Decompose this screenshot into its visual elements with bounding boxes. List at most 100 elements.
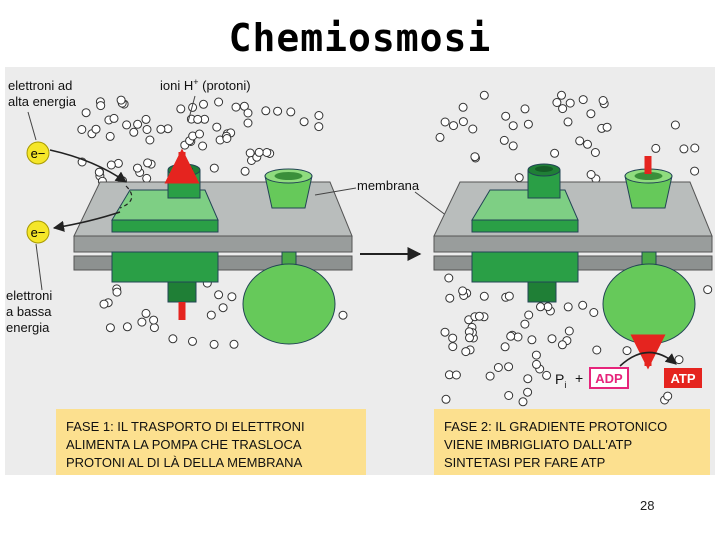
electron-high-energy-icon bbox=[26, 141, 50, 165]
proton-dot bbox=[222, 134, 232, 143]
proton-dot bbox=[523, 374, 533, 384]
proton-dot bbox=[129, 127, 139, 137]
atp-box bbox=[664, 368, 702, 388]
proton-dot bbox=[527, 335, 537, 345]
proton-dot bbox=[195, 129, 204, 139]
proton-dot bbox=[523, 119, 533, 129]
proton-dot bbox=[451, 370, 461, 380]
proton-dot bbox=[122, 120, 132, 130]
proton-dot bbox=[214, 97, 224, 107]
proton-dot bbox=[81, 108, 91, 118]
label-adp: ADP bbox=[595, 371, 623, 386]
proton-dot bbox=[440, 117, 450, 127]
phase1-atp-synthase bbox=[242, 168, 336, 345]
proton-dot bbox=[156, 124, 166, 134]
proton-dot bbox=[663, 391, 673, 401]
proton-dot bbox=[536, 302, 545, 312]
proton-dot bbox=[91, 124, 101, 134]
proton-dot bbox=[542, 370, 552, 380]
proton-dot bbox=[670, 120, 680, 130]
proton-dot bbox=[690, 166, 700, 176]
proton-dot bbox=[564, 326, 574, 336]
proton-dot bbox=[524, 310, 534, 320]
proton-dot bbox=[592, 345, 602, 355]
electron-in-arrow bbox=[49, 149, 127, 183]
proton-dot bbox=[468, 124, 478, 134]
proton-dot bbox=[565, 98, 575, 108]
label-plus: + bbox=[575, 370, 583, 386]
proton-dot bbox=[116, 95, 126, 105]
phase2-atp-synthase bbox=[602, 168, 696, 345]
phase1-proton-pump bbox=[111, 163, 219, 303]
proton-dot bbox=[188, 336, 197, 346]
proton-dot bbox=[314, 122, 324, 132]
proton-dot bbox=[479, 291, 489, 301]
phase2-caption-line3: SINTETASI PER FARE ATP bbox=[444, 455, 605, 470]
proton-dot bbox=[193, 114, 203, 124]
electron-low-energy-icon bbox=[26, 220, 50, 244]
proton-dot bbox=[500, 342, 510, 352]
proton-dot bbox=[112, 287, 122, 297]
proton-dot bbox=[338, 310, 348, 320]
proton-dot bbox=[286, 107, 296, 117]
electron-out-arrow bbox=[52, 211, 121, 232]
proton-dot bbox=[299, 117, 309, 127]
proton-dot bbox=[575, 136, 585, 146]
label-low-energy-line2: a bassa bbox=[6, 304, 52, 319]
proton-dot bbox=[504, 362, 514, 372]
proton-dot bbox=[445, 293, 455, 303]
proton-dot bbox=[458, 286, 468, 296]
proton-dot bbox=[441, 394, 451, 404]
proton-dot bbox=[229, 339, 239, 349]
proton-dot bbox=[105, 131, 115, 141]
label-high-energy-line1: elettroni ad bbox=[8, 78, 72, 93]
leader-membrane-left bbox=[314, 187, 357, 196]
proton-dot bbox=[590, 148, 600, 157]
proton-dot bbox=[703, 285, 713, 295]
label-high-energy-line2: alta energia bbox=[8, 94, 77, 109]
proton-dot bbox=[622, 346, 632, 356]
proton-dot bbox=[145, 135, 155, 145]
proton-dot bbox=[586, 109, 596, 119]
label-pi: Pi bbox=[555, 371, 566, 390]
page-number: 28 bbox=[640, 498, 655, 513]
phase1-caption-line1: FASE 1: IL TRASPORTO DI ELETTRONI bbox=[66, 419, 305, 434]
proton-dot bbox=[557, 340, 567, 350]
proton-dot bbox=[514, 173, 524, 183]
proton-dot bbox=[254, 147, 264, 157]
adp-box bbox=[589, 367, 629, 389]
proton-dot bbox=[94, 167, 104, 177]
electron-low-label: e− bbox=[31, 225, 46, 240]
proton-dot bbox=[485, 371, 495, 381]
proton-dot bbox=[444, 273, 454, 283]
proton-dot bbox=[122, 322, 132, 332]
proton-dot bbox=[435, 132, 445, 142]
phase2-caption-line2: VIENE IMBRIGLIATO DALL'ATP bbox=[444, 437, 632, 452]
proton-dot bbox=[141, 308, 151, 318]
proton-dot bbox=[499, 135, 509, 145]
proton-dot bbox=[243, 118, 253, 128]
adp-to-atp-arrow bbox=[619, 351, 677, 367]
proton-dot bbox=[504, 291, 514, 301]
proton-dot bbox=[470, 152, 480, 162]
label-membrane: membrana bbox=[357, 178, 420, 193]
proton-dot bbox=[563, 302, 573, 312]
proton-dot bbox=[240, 166, 250, 176]
phase1-caption-line3: PROTONI AL DI LÀ DELLA MEMBRANA bbox=[66, 455, 303, 470]
proton-dot bbox=[461, 347, 471, 357]
leader-protons bbox=[187, 95, 196, 123]
proton-dot bbox=[674, 355, 684, 365]
proton-dot bbox=[440, 327, 450, 337]
leader-high-energy bbox=[27, 111, 37, 141]
proton-dot bbox=[690, 143, 700, 153]
proton-dot bbox=[133, 119, 143, 129]
proton-dot bbox=[513, 332, 523, 342]
phase1-caption-line2: ALIMENTA LA POMPA CHE TRASLOCA bbox=[66, 437, 302, 452]
proton-dot bbox=[448, 333, 458, 343]
proton-dot bbox=[168, 334, 178, 344]
proton-dot bbox=[543, 302, 553, 312]
proton-dot bbox=[218, 303, 228, 313]
proton-dot bbox=[558, 104, 568, 114]
proton-dot bbox=[109, 113, 119, 123]
slide-title: Chemiosmosi bbox=[228, 16, 492, 60]
